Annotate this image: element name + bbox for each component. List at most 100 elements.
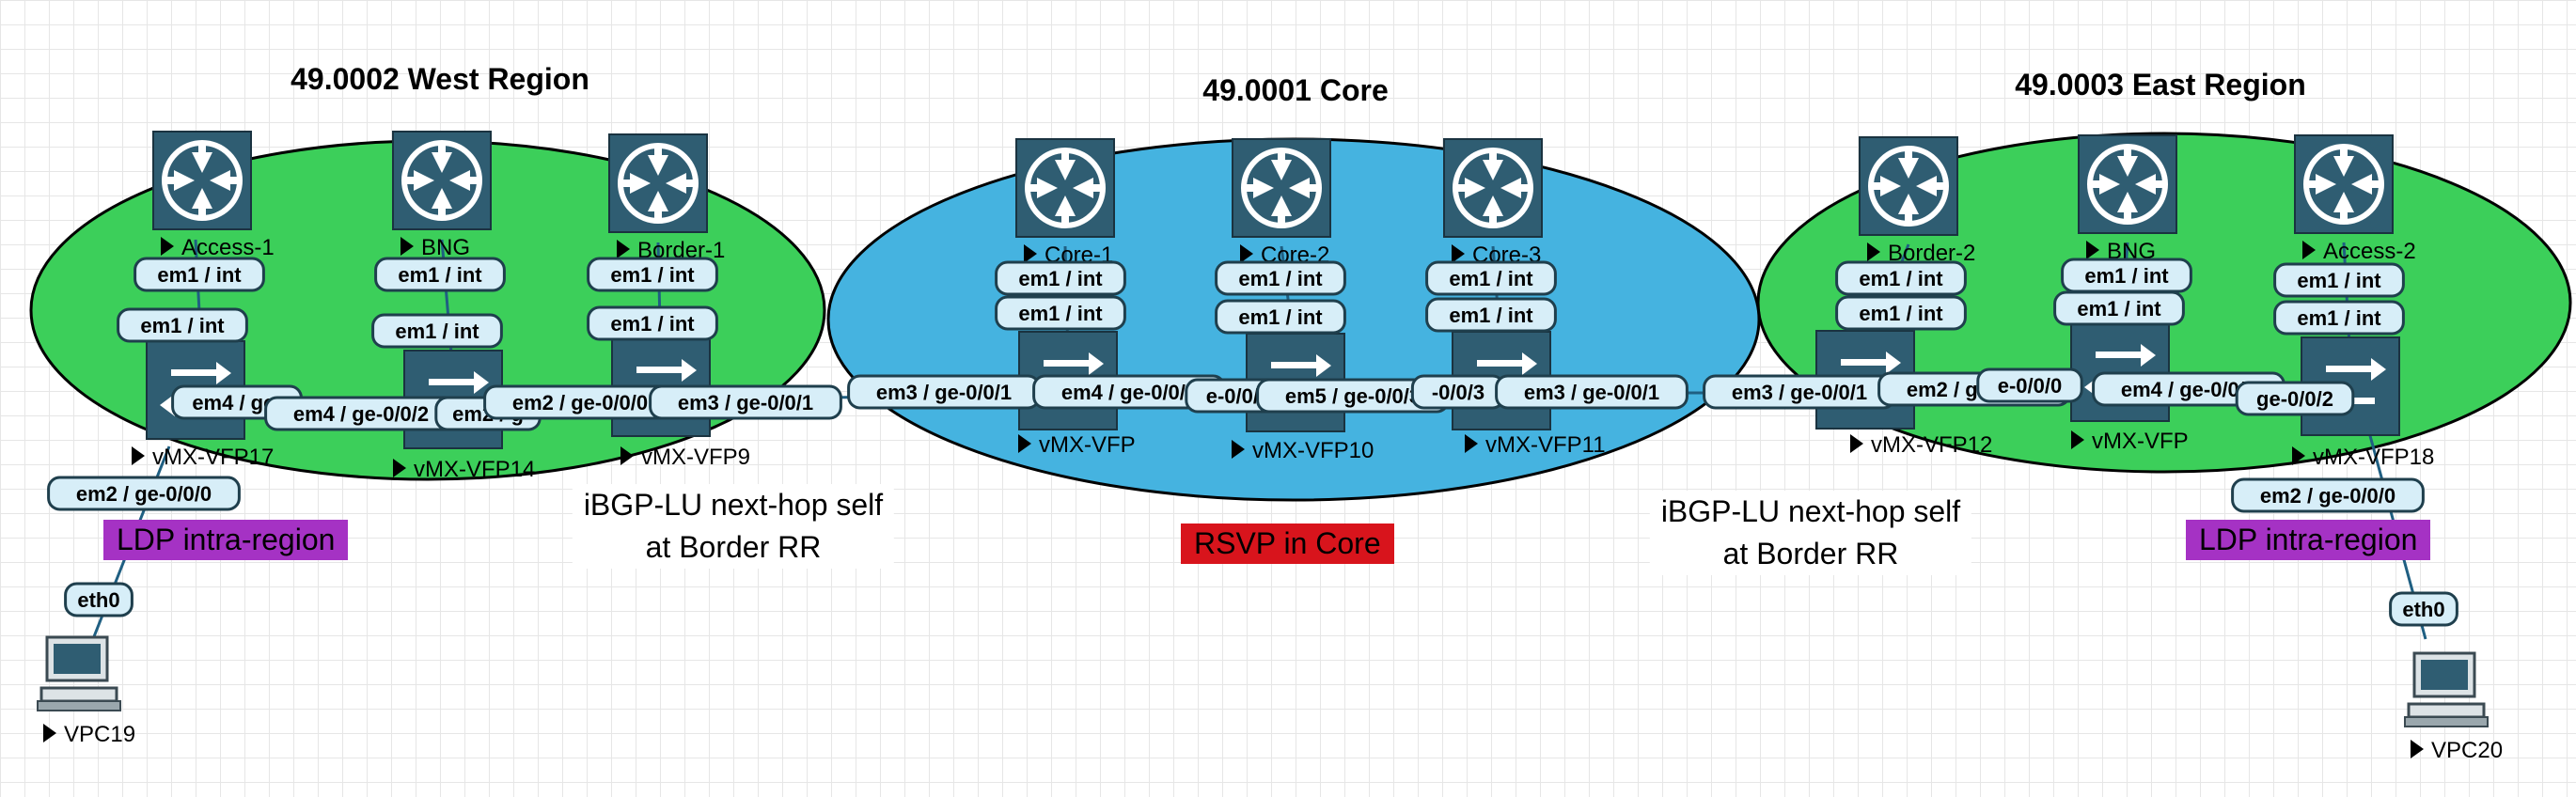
router-icon[interactable]	[2078, 134, 2177, 234]
region-title-east: 49.0003 East Region	[2015, 68, 2306, 102]
note-west-line2: at Border RR	[645, 530, 822, 564]
interface-label-c3-bot: em1 / int	[1425, 297, 1557, 333]
region-title-core: 49.0001 Core	[1202, 73, 1389, 107]
switch-name-vfp17: vMX-VFP17	[132, 445, 274, 470]
switch-name-vfp-east: vMX-VFP	[2071, 429, 2189, 454]
region-title-west: 49.0002 West Region	[291, 62, 589, 96]
interface-label-v11-em3: em3 / ge-0/0/1	[1495, 374, 1689, 410]
router-icon[interactable]	[1232, 138, 1331, 238]
interface-label-c2-top: em1 / int	[1215, 260, 1346, 296]
svg-text:em3 / ge-0/0/1: em3 / ge-0/0/1	[678, 391, 813, 414]
svg-text:em1 / int: em1 / int	[395, 320, 479, 343]
ldp-west-box: LDP intra-region	[103, 520, 349, 560]
svg-text:em1 / int: em1 / int	[1859, 267, 1943, 290]
svg-text:vMX-VFP: vMX-VFP	[2092, 429, 2189, 454]
svg-text:em1 / int: em1 / int	[610, 312, 695, 336]
svg-text:em3 / ge-0/0/1: em3 / ge-0/0/1	[1732, 381, 1867, 404]
svg-text:em1 / int: em1 / int	[610, 263, 695, 287]
interface-label-v12-em3: em3 / ge-0/0/1	[1703, 374, 1896, 410]
ldp-east-box: LDP intra-region	[2186, 520, 2431, 560]
interface-label-a2-bot: em1 / int	[2273, 300, 2405, 336]
svg-text:em4 / ge-0/0/2: em4 / ge-0/0/2	[1061, 381, 1197, 404]
interface-label-b1-top: em1 / int	[587, 257, 718, 292]
router-name-bng-west: BNG	[401, 235, 470, 260]
interface-label-be-bot: em1 / int	[2053, 290, 2185, 326]
svg-text:em1 / int: em1 / int	[398, 263, 482, 287]
router-icon[interactable]	[392, 131, 492, 230]
svg-text:VPC20: VPC20	[2431, 738, 2503, 763]
svg-text:vMX-VFP: vMX-VFP	[1039, 432, 1136, 458]
switch-name-vfp9: vMX-VFP9	[620, 445, 750, 470]
interface-label-a2-top: em1 / int	[2273, 262, 2405, 298]
interface-label-v11-em5: -0/0/3	[1410, 374, 1506, 410]
svg-text:em3 / ge-0/0/1: em3 / ge-0/0/1	[1524, 381, 1659, 404]
svg-text:em1 / int: em1 / int	[2297, 306, 2381, 330]
svg-text:em1 / int: em1 / int	[1238, 305, 1323, 329]
interface-label-c2-bot: em1 / int	[1215, 299, 1346, 335]
interface-label-b1-bot: em1 / int	[587, 305, 718, 341]
host-name-vpc19: VPC19	[43, 722, 135, 747]
svg-text:em1 / int: em1 / int	[1018, 267, 1103, 290]
interface-label-c3-top: em1 / int	[1425, 260, 1557, 296]
interface-label-v18-em2: em2 / ge-0/0/0	[2231, 477, 2425, 513]
svg-text:em1 / int: em1 / int	[1018, 302, 1103, 325]
svg-text:vMX-VFP18: vMX-VFP18	[2313, 445, 2434, 470]
interface-label-v9-em2: em2 / ge-0/0/0	[483, 384, 677, 420]
switch-name-vfp14: vMX-VFP14	[393, 457, 535, 482]
svg-text:em2 / ge-0/0/0: em2 / ge-0/0/0	[512, 391, 648, 414]
router-name-access2: Access-2	[2302, 239, 2416, 264]
svg-text:em1 / int: em1 / int	[2297, 269, 2381, 292]
computer-icon[interactable]	[2404, 651, 2489, 727]
router-icon[interactable]	[152, 131, 252, 230]
note-east-line1: iBGP-LU next-hop self	[1660, 494, 1961, 528]
interface-label-vpc19-eth0: eth0	[64, 582, 134, 617]
svg-text:em1 / int: em1 / int	[1238, 267, 1323, 290]
router-icon[interactable]	[1859, 136, 1958, 236]
note-west: iBGP-LU next-hop self at Border RR	[572, 484, 895, 569]
interface-label-v9-em3: em3 / ge-0/0/1	[649, 384, 842, 420]
svg-text:e-0/0/0: e-0/0/0	[1998, 374, 2063, 398]
svg-text:em1 / int: em1 / int	[1449, 304, 1533, 327]
router-icon[interactable]	[1015, 138, 1115, 238]
svg-text:VPC19: VPC19	[64, 722, 135, 747]
svg-text:eth0: eth0	[77, 588, 119, 612]
interface-label-c1-top: em1 / int	[995, 260, 1126, 296]
note-east-line2: at Border RR	[1722, 537, 1899, 570]
svg-text:vMX-VFP17: vMX-VFP17	[152, 445, 274, 470]
switch-name-vfp12: vMX-VFP12	[1850, 432, 1992, 458]
svg-text:vMX-VFP10: vMX-VFP10	[1252, 438, 1374, 463]
svg-text:-0/0/3: -0/0/3	[1432, 381, 1484, 404]
interface-label-v18-em4: ge-0/0/2	[2235, 381, 2355, 416]
svg-text:em5 / ge-0/0/3: em5 / ge-0/0/3	[1285, 384, 1421, 408]
svg-text:em4 / ge-0/0/2: em4 / ge-0/0/2	[2121, 378, 2256, 401]
host-name-vpc20: VPC20	[2411, 738, 2503, 763]
router-icon[interactable]	[1443, 138, 1543, 238]
interface-label-vpc20-eth0: eth0	[2389, 591, 2458, 627]
interface-label-c1-bot: em1 / int	[995, 295, 1126, 331]
note-east: iBGP-LU next-hop self at Border RR	[1649, 491, 1972, 575]
interface-label-a1-bot: em1 / int	[117, 307, 248, 343]
interface-label-ve-em2: e-0/0/0	[1976, 367, 2083, 403]
interface-label-v14-em4: em4 / ge-0/0/2	[264, 396, 458, 431]
switch-name-vfp10: vMX-VFP10	[1232, 438, 1374, 463]
note-west-line1: iBGP-LU next-hop self	[583, 488, 884, 522]
interface-label-vc-em3: em3 / ge-0/0/1	[847, 374, 1041, 410]
computer-icon[interactable]	[37, 635, 121, 711]
svg-text:em1 / int: em1 / int	[1859, 302, 1943, 325]
svg-text:em2 / ge-0/0/0: em2 / ge-0/0/0	[2260, 484, 2395, 508]
switch-name-vfp11: vMX-VFP11	[1465, 432, 1606, 458]
svg-text:vMX-VFP11: vMX-VFP11	[1485, 432, 1606, 458]
interface-label-v17-em2: em2 / ge-0/0/0	[47, 476, 241, 511]
svg-text:Access-2: Access-2	[2323, 239, 2416, 264]
switch-name-vfp-core: vMX-VFP	[1018, 432, 1136, 458]
svg-text:em2 / ge-0/0/0: em2 / ge-0/0/0	[76, 482, 212, 506]
interface-label-be-top: em1 / int	[2061, 258, 2192, 293]
interface-label-b2-top: em1 / int	[1835, 260, 1967, 296]
router-icon[interactable]	[2294, 134, 2394, 234]
svg-text:em3 / ge-0/0/1: em3 / ge-0/0/1	[876, 381, 1012, 404]
router-icon[interactable]	[608, 133, 708, 233]
rsvp-core-box: RSVP in Core	[1181, 524, 1394, 564]
router-name-access1: Access-1	[161, 235, 275, 260]
svg-text:em1 / int: em1 / int	[157, 263, 242, 287]
svg-text:em1 / int: em1 / int	[2077, 297, 2161, 320]
